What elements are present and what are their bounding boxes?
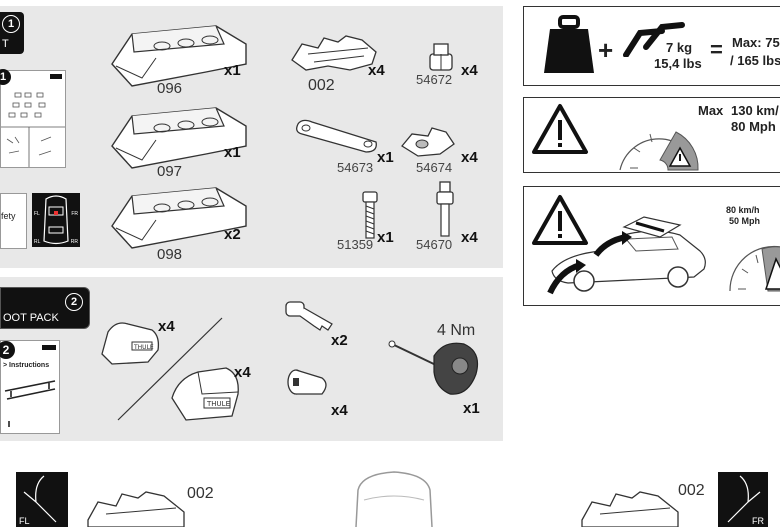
label-fr-bottom: FR xyxy=(752,516,764,526)
load-info-box: + 7 kg 15,4 lbs = Max: 75 / 165 lbs xyxy=(523,6,780,86)
part-qty-51359: x1 xyxy=(377,229,394,246)
booklet-step-number: 1 xyxy=(0,69,11,85)
step1-number: 1 xyxy=(2,15,20,33)
torque-key-icon xyxy=(388,340,479,395)
thule-logo-2 xyxy=(42,345,56,350)
label-fl-bottom: FL xyxy=(19,516,30,526)
foot-pack-booklet: 2 > Instructions xyxy=(0,340,60,434)
weight-icon xyxy=(544,15,594,73)
nut-54672-icon xyxy=(429,43,453,71)
clamp-54674-icon xyxy=(401,127,455,157)
car-speed-mph: 50 Mph xyxy=(729,216,761,226)
warning-icon-2 xyxy=(532,195,588,245)
car-position-card: FL FR RL RR xyxy=(32,193,80,247)
roof-bars-icon xyxy=(623,22,685,57)
part-qty-002: x4 xyxy=(368,62,385,79)
step1-label: 1 T xyxy=(0,12,24,54)
part-qty-54670: x4 xyxy=(461,229,478,246)
label-fl: FL xyxy=(34,211,40,217)
part-qty-54673: x1 xyxy=(377,149,394,166)
lock-cylinder-icon xyxy=(287,369,327,395)
car-front-outline-icon xyxy=(355,471,433,527)
label-fr: FR xyxy=(71,211,78,217)
part-code-097: 097 xyxy=(157,163,183,180)
adapter-002-icon xyxy=(291,35,377,71)
speed-kmh: 130 km/ xyxy=(731,103,779,118)
part-code-54674: 54674 xyxy=(416,160,453,175)
warning-icon xyxy=(532,104,588,154)
screw-51359-icon xyxy=(362,191,378,239)
car-speed-kmh: 80 km/h xyxy=(726,205,760,215)
car-seat-right-icon xyxy=(727,475,761,523)
key-qty: x2 xyxy=(331,332,348,349)
booklet2-title: > Instructions xyxy=(3,362,50,369)
footpad-098-icon xyxy=(111,187,247,249)
car-corner-left: FL xyxy=(16,472,68,527)
speed-info-box: Max 130 km/ 80 Mph xyxy=(523,97,780,173)
part-code-54673: 54673 xyxy=(337,160,374,175)
car-topview-icon xyxy=(43,195,69,245)
part-code-54670: 54670 xyxy=(416,237,453,252)
foot-large-qty: x4 xyxy=(234,364,251,381)
part-qty-096: x1 xyxy=(224,62,241,79)
car-with-load-icon xyxy=(547,216,706,295)
key-icon xyxy=(285,301,333,331)
max-load-line1: Max: 75 xyxy=(732,35,780,50)
footpad-096-icon xyxy=(111,25,247,87)
roof-bars-sketch xyxy=(4,380,56,427)
equals-sign: = xyxy=(710,37,723,62)
foot-pack-step-number: 2 xyxy=(65,293,83,311)
footpad-097-icon xyxy=(111,107,247,169)
label-rr: RR xyxy=(70,239,78,245)
part-qty-097: x1 xyxy=(224,144,241,161)
adapter-002-bottom-right-icon xyxy=(581,491,679,527)
part-qty-54672: x4 xyxy=(461,62,478,79)
foot-pack-label: 2 OOT PACK xyxy=(0,287,90,329)
booklet-sketches xyxy=(1,92,65,167)
safety-booklet: fety xyxy=(0,193,27,249)
foot-large-icon: THULE xyxy=(171,367,239,421)
part-code-002: 002 xyxy=(308,77,335,94)
booklet2-step-number: 2 xyxy=(0,341,15,359)
part-qty-098: x2 xyxy=(224,226,241,243)
car-corner-right: FR xyxy=(718,472,768,527)
max-load-line2: / 165 lbs xyxy=(730,53,780,68)
plate-54673-icon xyxy=(296,119,377,153)
part-code-098: 098 xyxy=(157,246,183,263)
bottom-code-left: 002 xyxy=(187,485,214,502)
weight-kg: 7 kg xyxy=(666,40,693,55)
foot-pack-title: OOT PACK xyxy=(3,312,59,324)
step1-text: T xyxy=(2,38,9,50)
foot-small-qty: x4 xyxy=(158,318,175,335)
car-speed-box: 80 km/h 50 Mph xyxy=(523,186,780,306)
part-code-51359: 51359 xyxy=(337,237,374,252)
divider-slash xyxy=(117,317,223,421)
car-seat-left-icon xyxy=(23,475,57,523)
thule-brand-small: THULE xyxy=(133,344,154,351)
weight-lbs: 15,4 lbs xyxy=(654,56,702,71)
plus-sign: + xyxy=(598,35,614,65)
part-code-096: 096 xyxy=(157,80,183,97)
speedometer-icon-2 xyxy=(729,245,780,292)
thule-brand-large: THULE xyxy=(206,400,230,408)
label-rl: RL xyxy=(34,239,41,245)
speedometer-icon xyxy=(619,131,699,171)
adapter-002-bottom-left-icon xyxy=(87,491,185,527)
thule-logo xyxy=(50,74,62,79)
foot-small-icon: THULE xyxy=(101,322,160,365)
bottom-code-right: 002 xyxy=(678,482,705,499)
lock-cylinder-qty: x4 xyxy=(331,402,348,419)
instruction-booklet: 1 xyxy=(0,69,66,168)
bolt-54670-icon xyxy=(436,181,454,237)
part-qty-54674: x4 xyxy=(461,149,478,166)
torque-label: 4 Nm xyxy=(437,322,476,339)
part-code-54672: 54672 xyxy=(416,72,453,87)
torque-key-qty: x1 xyxy=(463,400,480,417)
speed-mph: 80 Mph xyxy=(731,119,776,134)
speed-max-label: Max xyxy=(698,103,724,118)
safety-text: fety xyxy=(1,211,16,221)
